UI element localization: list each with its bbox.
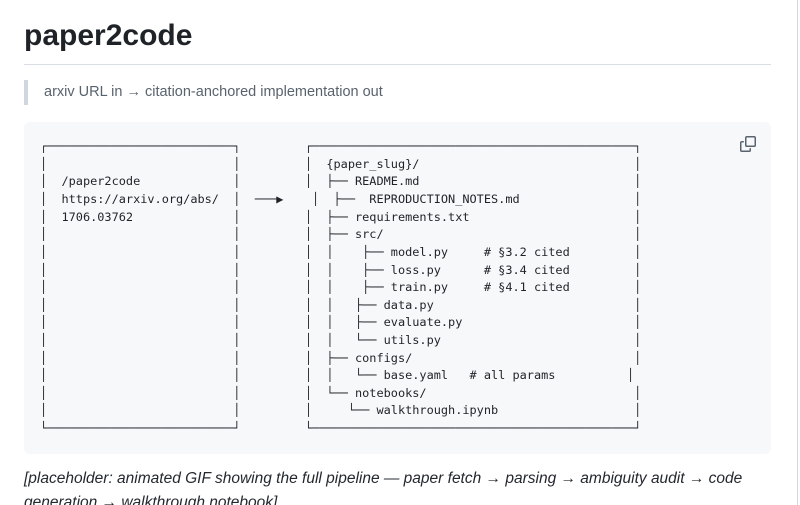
tagline-blockquote: arxiv URL in → citation-anchored impleme… bbox=[24, 79, 771, 106]
code-block: ┌──────────────────────────┐ ┌──────────… bbox=[24, 122, 771, 454]
placeholder-caption: [placeholder: animated GIF showing the f… bbox=[24, 469, 743, 505]
copy-button[interactable] bbox=[736, 132, 760, 156]
copy-icon bbox=[740, 136, 756, 155]
title-divider bbox=[24, 63, 771, 65]
page-title: paper2code bbox=[24, 19, 193, 52]
ascii-pipeline-diagram: ┌──────────────────────────┐ ┌──────────… bbox=[40, 139, 642, 435]
tagline-text: arxiv URL in → citation-anchored impleme… bbox=[44, 83, 383, 100]
